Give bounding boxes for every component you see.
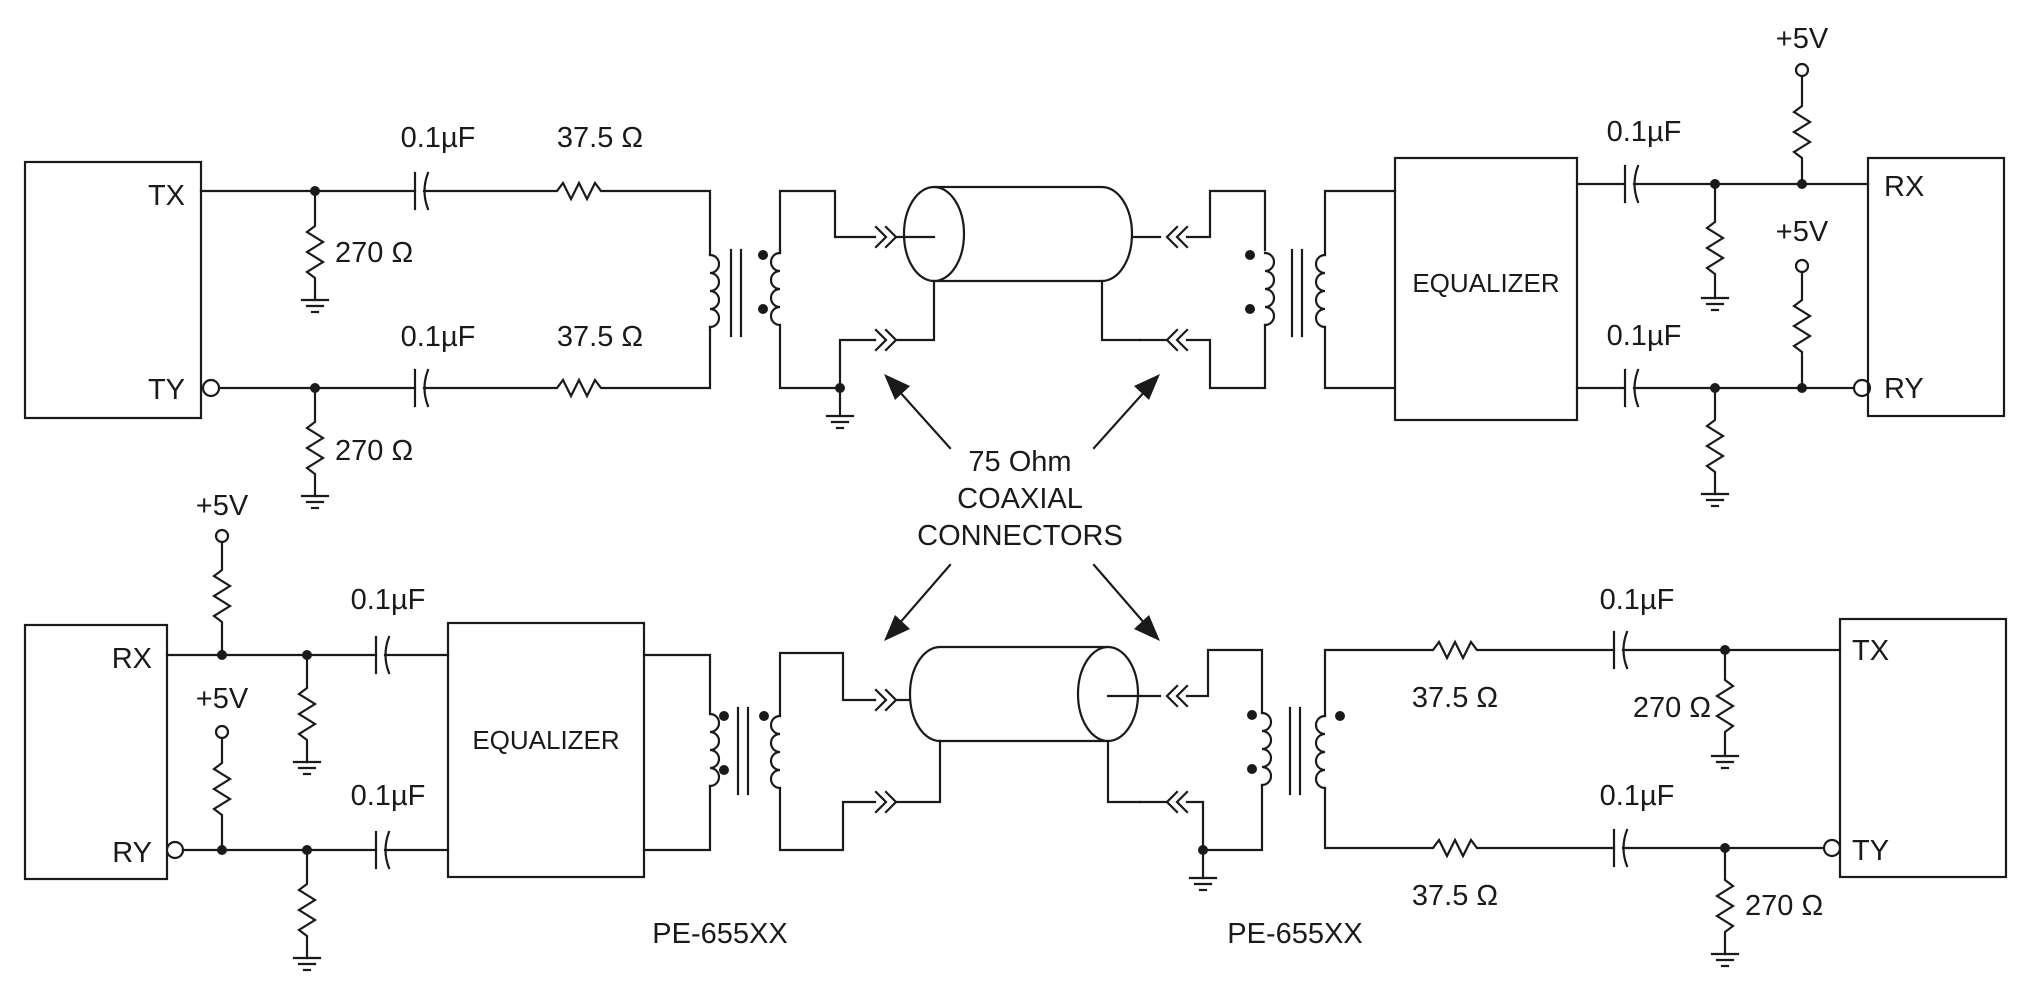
series-resistor-label-lower: 37.5 Ω (557, 321, 643, 353)
supply-label-upper: +5V (196, 490, 249, 522)
transformer-top-right (1138, 189, 1397, 390)
receiver-chip-top (1866, 156, 2006, 418)
capacitor-label-upper: 0.1µF (351, 584, 426, 616)
callout-line-3: CONNECTORS (917, 520, 1123, 552)
transmitter-chip-top (23, 160, 203, 420)
pin-label-ry: RY (1884, 373, 1924, 405)
bottom-left-receiver-section: RX RY 0.1µF +5V 0.1µF +5V EQUALIZER (23, 490, 646, 972)
shunt-resistor-label-lower: 270 Ω (335, 435, 413, 467)
receiver-chip-bottom (23, 623, 169, 881)
pin-label-rx: RX (1884, 171, 1924, 203)
arrowhead (1134, 374, 1160, 400)
transformer-bottom-left: PE-655XX (642, 651, 898, 950)
transformer-bottom-right: PE-655XX (1138, 648, 1363, 950)
inverting-input-bubble (165, 840, 185, 860)
equalizer-block-top (1393, 156, 1579, 422)
shunt-resistor-label-lower: 270 Ω (1745, 890, 1823, 922)
capacitor-label-lower: 0.1µF (351, 780, 426, 812)
pin-label-rx: RX (112, 643, 152, 675)
pin-label-ty: TY (1852, 835, 1889, 867)
equalizer-label-bottom: EQUALIZER (472, 725, 619, 755)
pin-label-tx: TX (1852, 635, 1889, 667)
capacitor-label-lower: 0.1µF (1600, 780, 1675, 812)
arrowhead (884, 374, 910, 400)
inverting-input-bubble (1852, 378, 1872, 398)
equalizer-block-bottom (446, 621, 646, 879)
capacitor-label-upper: 0.1µF (1607, 116, 1682, 148)
pin-label-ry: RY (112, 837, 152, 869)
pin-label-ty: TY (148, 374, 185, 406)
coaxial-connectors-callout: 75 Ohm COAXIAL CONNECTORS (884, 374, 1160, 641)
arrowhead (884, 615, 910, 641)
callout-line-1: 75 Ohm (968, 446, 1071, 478)
series-resistor-label-lower: 37.5 Ω (1412, 880, 1498, 912)
pin-label-tx: TX (148, 180, 185, 212)
inverting-output-bubble (1822, 838, 1842, 858)
shunt-resistor-label-upper: 270 Ω (1633, 692, 1711, 724)
transformer-top-left (708, 189, 898, 430)
callout-line-2: COAXIAL (957, 483, 1083, 515)
equalizer-label-top: EQUALIZER (1412, 268, 1559, 298)
coaxial-cable-bottom (894, 645, 1162, 804)
transformer-part-label-left: PE-655XX (652, 918, 787, 950)
capacitor-label-upper: 0.1µF (401, 122, 476, 154)
coaxial-cable-top (894, 185, 1162, 342)
supply-label-lower: +5V (1776, 216, 1829, 248)
arrowhead (1134, 615, 1160, 641)
transmitter-chip-bottom (1838, 617, 2008, 879)
transformer-part-label-right: PE-655XX (1227, 918, 1362, 950)
bottom-right-transmitter-section: 37.5 Ω 0.1µF 270 Ω 37.5 Ω 0.1µF 270 Ω TX… (1323, 584, 2008, 968)
capacitor-label-upper: 0.1µF (1600, 584, 1675, 616)
supply-label-upper: +5V (1776, 23, 1829, 55)
top-left-transmitter-section: TX TY 0.1µF 37.5 Ω 270 Ω 0.1µF 37.5 Ω 27… (23, 122, 712, 510)
capacitor-label-lower: 0.1µF (1607, 320, 1682, 352)
series-resistor-label-upper: 37.5 Ω (1412, 682, 1498, 714)
capacitor-label-lower: 0.1µF (401, 321, 476, 353)
series-resistor-label-upper: 37.5 Ω (557, 122, 643, 154)
inverting-output-bubble (201, 378, 221, 398)
top-right-receiver-section: EQUALIZER 0.1µF +5V 0.1µF +5V RX RY (1393, 23, 2006, 508)
shunt-resistor-label-upper: 270 Ω (335, 237, 413, 269)
supply-label-lower: +5V (196, 683, 249, 715)
